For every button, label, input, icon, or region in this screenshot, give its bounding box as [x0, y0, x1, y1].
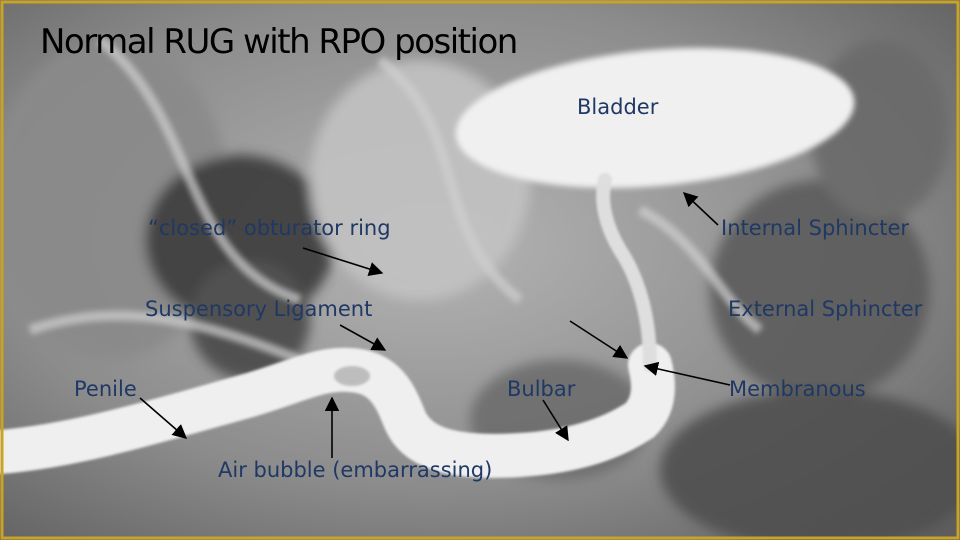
label-internal-sphincter: Internal Sphincter — [721, 216, 910, 240]
label-air-bubble: Air bubble (embarrassing) — [218, 458, 493, 482]
arrow-bulbar — [542, 399, 569, 442]
label-external-sphincter: External Sphincter — [728, 297, 923, 321]
label-bladder: Bladder — [577, 95, 659, 119]
arrow-membranous — [643, 361, 731, 386]
label-obturator-ring: “closed” obturator ring — [148, 216, 391, 240]
arrow-external-sphincter — [569, 320, 629, 359]
arrow-suspensory-ligament — [339, 324, 387, 351]
arrow-penile — [139, 397, 188, 439]
slide-title: Normal RUG with RPO position — [40, 22, 518, 62]
label-bulbar: Bulbar — [507, 377, 576, 401]
arrow-obturator-ring — [302, 247, 384, 276]
label-membranous: Membranous — [729, 377, 866, 401]
label-penile: Penile — [74, 377, 137, 401]
arrow-internal-sphincter — [682, 192, 719, 226]
label-suspensory-ligament: Suspensory Ligament — [145, 297, 373, 321]
